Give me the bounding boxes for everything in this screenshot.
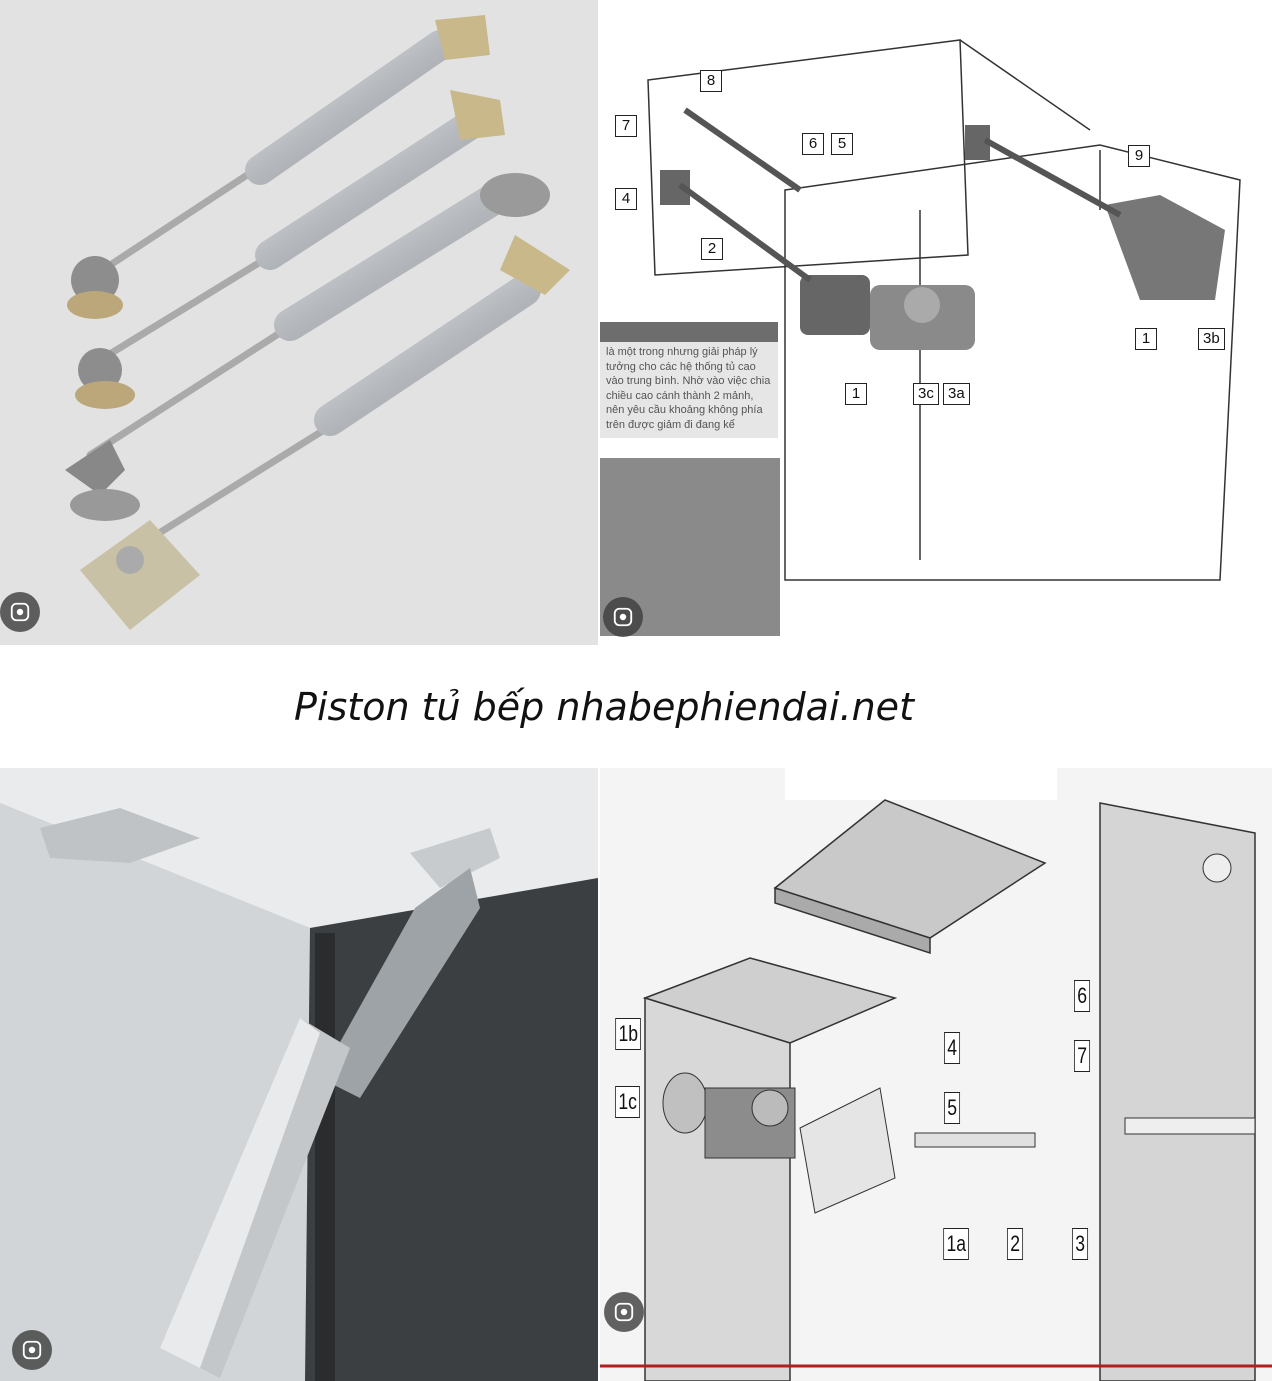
- google-lens-icon[interactable]: [604, 1292, 644, 1332]
- part-label: 9: [1128, 145, 1150, 167]
- part-label: 3a: [943, 383, 970, 405]
- part-label: 7: [1074, 1040, 1091, 1072]
- description-box: là một trong nhưng giải pháp lý tưởng ch…: [600, 322, 778, 438]
- white-patch: [785, 768, 1057, 800]
- lift-hinge-photo: [0, 768, 598, 1381]
- cabinet-lift-diagram: là một trong nhưng giải pháp lý tưởng ch…: [600, 0, 1272, 645]
- lift-hinge-illustration: [0, 768, 598, 1381]
- part-label: 5: [831, 133, 853, 155]
- part-label: 6: [1074, 980, 1091, 1012]
- part-label: 4: [944, 1032, 961, 1064]
- part-label: 2: [1007, 1228, 1024, 1260]
- part-label: 5: [944, 1092, 961, 1124]
- part-label: 7: [615, 115, 637, 137]
- part-label: 1: [1135, 328, 1157, 350]
- part-label: 3: [1072, 1228, 1089, 1260]
- part-label: 4: [615, 188, 637, 210]
- part-label: 6: [802, 133, 824, 155]
- exploded-assembly-diagram: 1b 1c 4 5 6 7 1a 2 3: [600, 768, 1272, 1381]
- part-label: 3b: [1198, 328, 1225, 350]
- part-label: 1: [845, 383, 867, 405]
- part-label: 8: [700, 70, 722, 92]
- cabinet-line-drawing: [647, 39, 1241, 581]
- part-label: 3c: [913, 383, 939, 405]
- caption-title: Piston tủ bếp nhabephiendai.net: [294, 685, 914, 729]
- part-label: 2: [701, 238, 723, 260]
- google-lens-icon[interactable]: [0, 592, 40, 632]
- description-text: là một trong nhưng giải pháp lý tưởng ch…: [606, 346, 771, 431]
- google-lens-icon[interactable]: [12, 1330, 52, 1370]
- description-header-bar: [600, 322, 778, 342]
- piston-products-photo: [0, 0, 598, 645]
- part-label: 1a: [943, 1228, 970, 1260]
- part-label: 1b: [615, 1018, 642, 1050]
- google-lens-icon[interactable]: [603, 597, 643, 637]
- gas-struts-illustration: [65, 15, 570, 630]
- exploded-line-drawing: [600, 799, 1272, 1381]
- part-label: 1c: [615, 1086, 641, 1118]
